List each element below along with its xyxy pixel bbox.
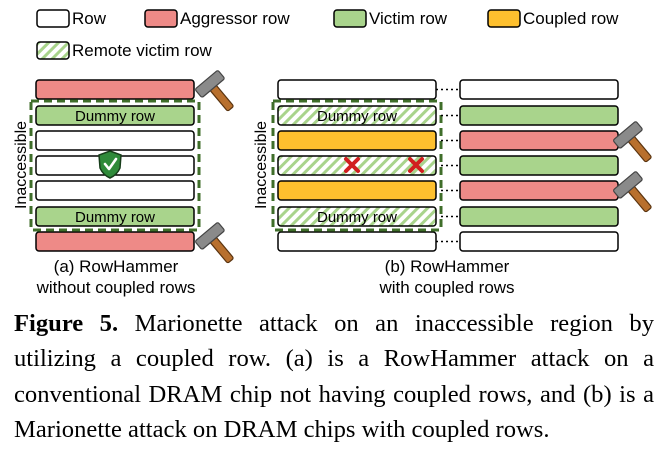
panel-a-row-2-victim <box>35 105 195 126</box>
panel-b-left-row-1 <box>277 79 437 100</box>
panel-a-row-6-victim <box>35 206 195 227</box>
panel-a-caption-line2: without coupled rows <box>36 278 196 297</box>
coupling-connectors <box>436 88 460 243</box>
panel-a-row-3 <box>35 130 195 151</box>
figure-caption-text: Marionette attack on an inaccessible reg… <box>14 310 654 444</box>
panel-b-right-row-7 <box>459 231 619 252</box>
panel-a-row-7-aggressor <box>35 231 195 252</box>
panel-b-left-row-3-coupled <box>277 130 437 151</box>
cross-icon <box>408 157 424 173</box>
panel-a-dummy-top: Dummy row <box>75 108 155 125</box>
panel-b-right-row-4-victim <box>459 155 619 176</box>
panel-a: Dummy row Dummy row Inaccessible (a) Row… <box>13 69 235 297</box>
figure: Row Aggressor row Victim row Coupled row… <box>13 9 653 297</box>
legend-aggressor-label: Aggressor row <box>180 9 290 28</box>
cross-icon <box>344 157 360 173</box>
hammer-icon <box>194 69 235 112</box>
legend-remote-label: Remote victim row <box>72 41 213 60</box>
panel-a-inaccessible-region <box>29 99 201 232</box>
shield-icon <box>98 150 122 179</box>
panel-a-dummy-bottom: Dummy row <box>75 209 155 226</box>
panel-b-caption-line1: (b) RowHammer <box>385 257 510 276</box>
hammer-icon <box>612 120 653 163</box>
panel-b-right-row-1 <box>459 79 619 100</box>
panel-b-right-row-5-aggressor <box>459 180 619 201</box>
panel-a-caption-line1: (a) RowHammer <box>54 257 179 276</box>
panel-b-dummy-bottom: Dummy row <box>317 209 397 226</box>
legend: Row Aggressor row Victim row Coupled row… <box>36 9 619 60</box>
panel-b-inaccessible-region <box>271 99 443 232</box>
panel-b-right-row-3-aggressor <box>459 130 619 151</box>
panel-b-left-row-6-remote <box>277 206 437 227</box>
panel-b-right-row-6-victim <box>459 206 619 227</box>
panel-b: Dummy row Dummy row Inaccessible <box>253 79 653 297</box>
legend-row-swatch <box>36 9 70 28</box>
panel-b-side-label: Inaccessible <box>253 121 270 209</box>
panel-a-row-5 <box>35 180 195 201</box>
panel-b-left-row-4-remote <box>277 155 437 176</box>
panel-b-left-row-7 <box>277 231 437 252</box>
panel-b-left-row-5-coupled <box>277 180 437 201</box>
legend-victim-swatch <box>333 9 367 28</box>
panel-b-right-row-2-victim <box>459 105 619 126</box>
legend-coupled-swatch <box>487 9 521 28</box>
panel-b-caption-line2: with coupled rows <box>378 278 514 297</box>
panel-a-row-1-aggressor <box>35 79 195 100</box>
legend-victim-label: Victim row <box>369 9 448 28</box>
legend-remote-swatch <box>36 41 70 60</box>
hammer-icon <box>612 170 653 213</box>
legend-row-label: Row <box>72 9 107 28</box>
figure-caption: Figure 5. Marionette attack on an inacce… <box>14 306 654 448</box>
legend-aggressor-swatch <box>144 9 178 28</box>
panel-b-dummy-top: Dummy row <box>317 108 397 125</box>
panel-a-side-label: Inaccessible <box>13 121 30 209</box>
legend-coupled-label: Coupled row <box>523 9 619 28</box>
hammer-icon <box>194 221 235 264</box>
panel-b-left-row-2-remote <box>277 105 437 126</box>
figure-label: Figure 5. <box>14 310 119 337</box>
